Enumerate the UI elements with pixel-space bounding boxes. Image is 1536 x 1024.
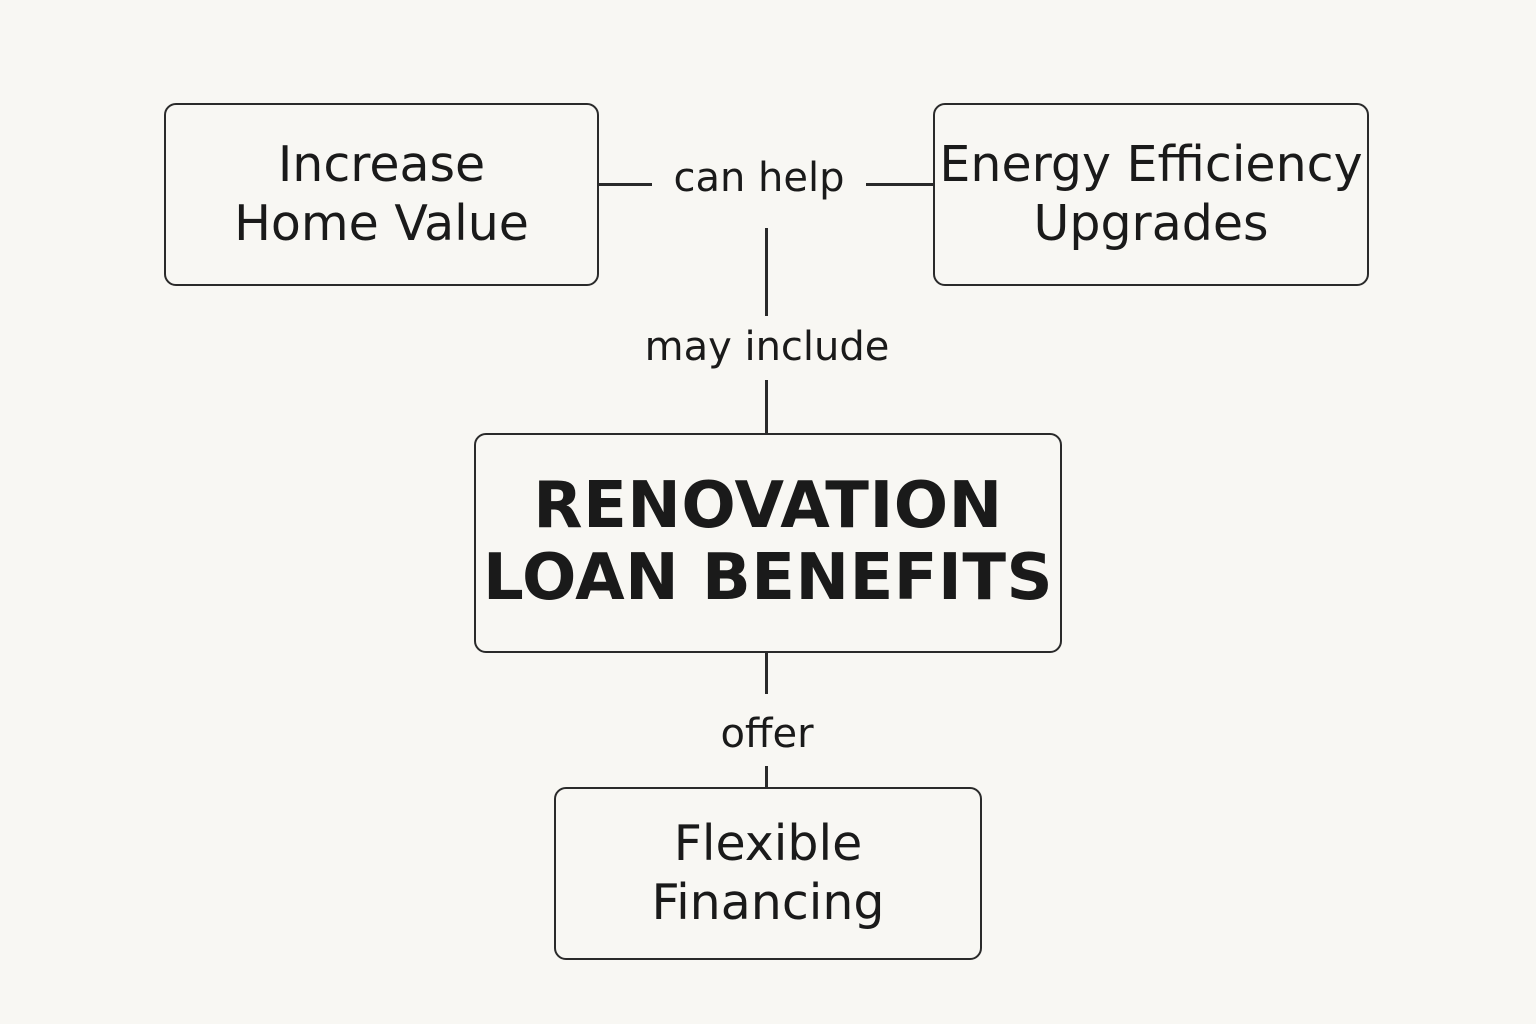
- node-renovation-loan-benefits-label: RENOVATION LOAN BENEFITS: [482, 469, 1054, 615]
- edge-label-offer: offer: [720, 711, 814, 757]
- node-flexible-financing: Flexible Financing: [554, 787, 982, 960]
- connector-offer-to-flexible: [765, 766, 768, 787]
- edge-label-may-include: may include: [644, 324, 890, 370]
- node-flexible-financing-label: Flexible Financing: [651, 814, 885, 931]
- connector-center-to-offer: [765, 652, 768, 694]
- connector-home-to-can-help: [598, 183, 652, 186]
- node-increase-home-value-label: Increase Home Value: [234, 135, 529, 252]
- node-energy-efficiency-upgrades-label: Energy Efficiency Upgrades: [939, 135, 1363, 252]
- node-renovation-loan-benefits: RENOVATION LOAN BENEFITS: [474, 433, 1062, 653]
- node-energy-efficiency-upgrades: Energy Efficiency Upgrades: [933, 103, 1369, 286]
- edge-label-can-help: can help: [673, 155, 845, 201]
- connector-may-include-to-center: [765, 380, 768, 433]
- connector-can-help-to-may-include: [765, 228, 768, 316]
- connector-can-help-to-energy: [866, 183, 934, 186]
- node-increase-home-value: Increase Home Value: [164, 103, 599, 286]
